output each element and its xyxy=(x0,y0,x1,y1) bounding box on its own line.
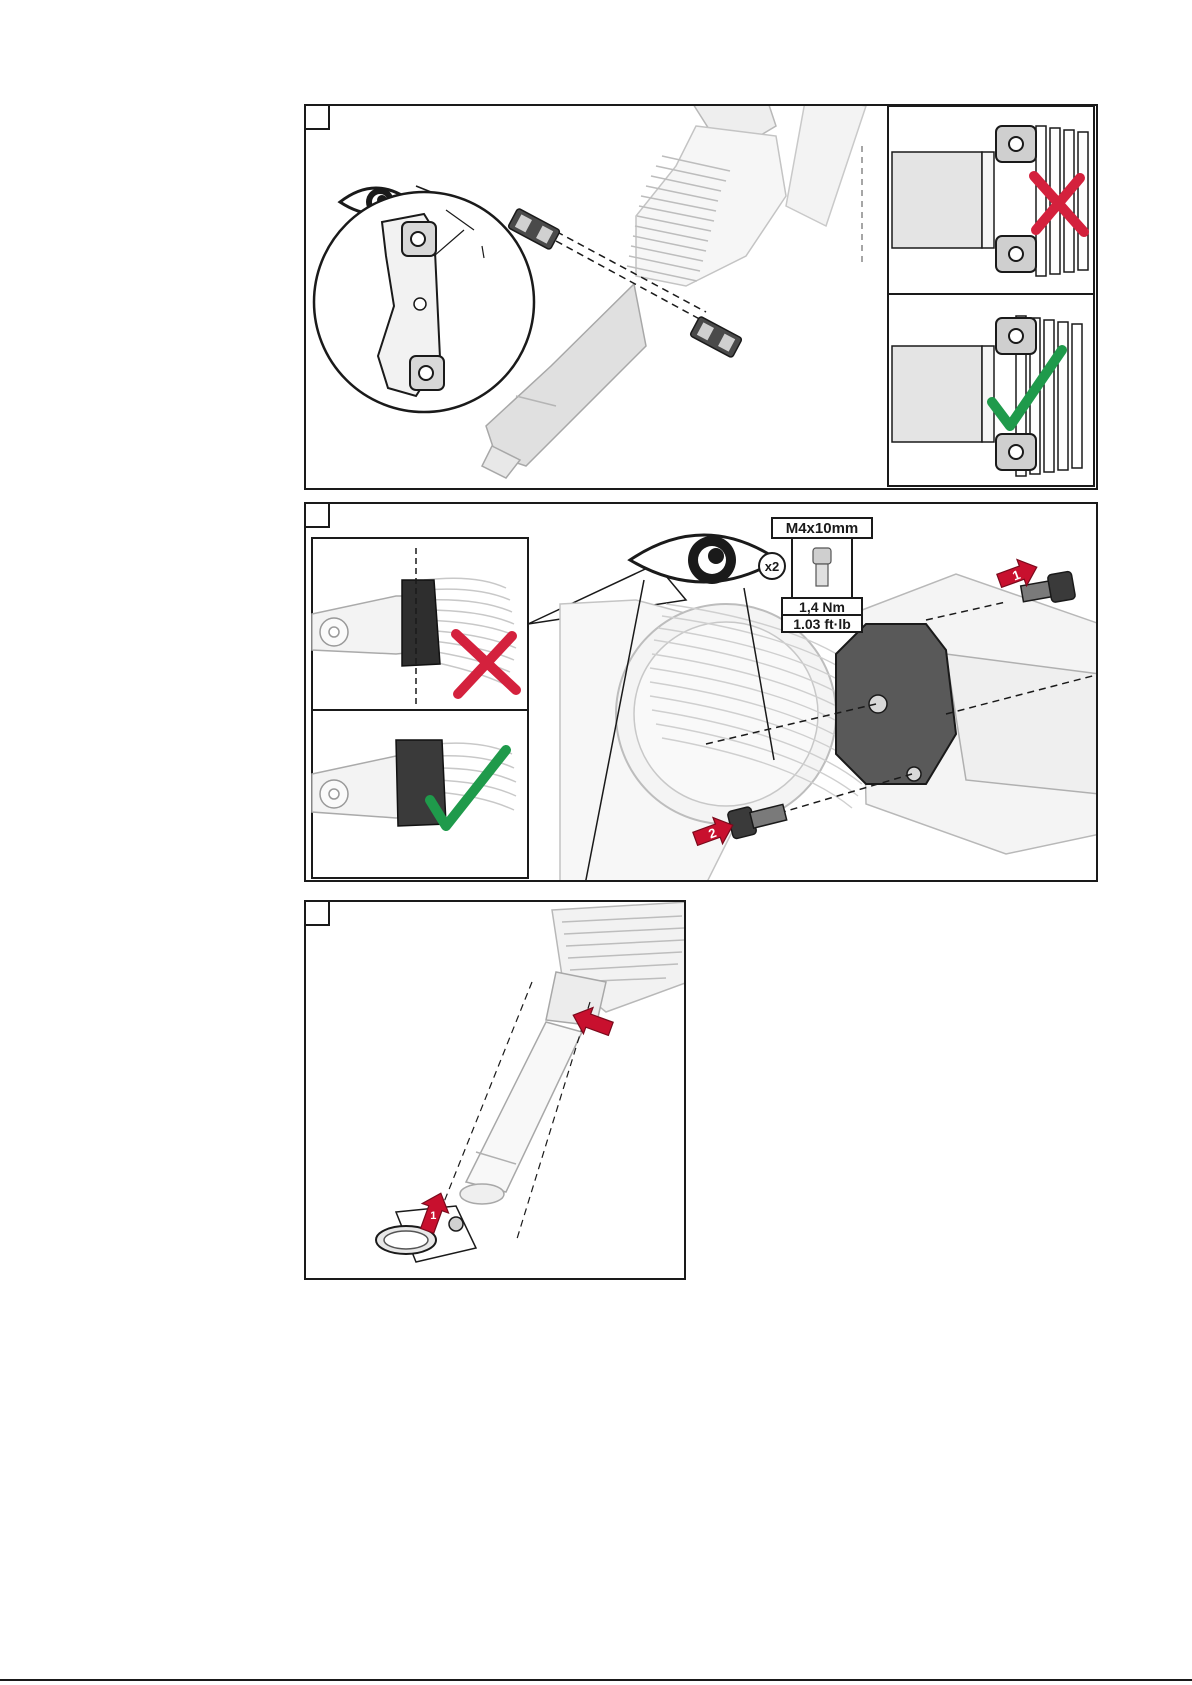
quantity-label: x2 xyxy=(765,559,779,574)
svg-text:1: 1 xyxy=(430,1210,436,1222)
screw-size-label: M4x10mm xyxy=(786,520,859,537)
torch-neck xyxy=(546,902,686,1026)
step-3-illustration: 1 xyxy=(306,902,686,1280)
step-1-illustration xyxy=(306,106,1098,490)
step-2-illustration: 1 2 M4x10mm x2 1,4 Nm xyxy=(306,504,1098,882)
inset-correct-orientation xyxy=(312,710,528,878)
inset-wrong-orientation xyxy=(312,538,528,710)
step-1-panel xyxy=(304,104,1098,490)
step-3-panel: 1 xyxy=(304,900,686,1280)
footer-rule xyxy=(0,1679,1192,1681)
inset-correct-fit xyxy=(888,294,1094,486)
torch-body xyxy=(460,1022,582,1204)
step-2-panel: 1 2 M4x10mm x2 1,4 Nm xyxy=(304,502,1098,882)
torque-metric-label: 1,4 Nm xyxy=(799,599,845,615)
magnifier-detail xyxy=(314,192,534,412)
torque-imperial-label: 1.03 ft·lb xyxy=(793,616,851,632)
torch-drawing xyxy=(482,106,866,478)
